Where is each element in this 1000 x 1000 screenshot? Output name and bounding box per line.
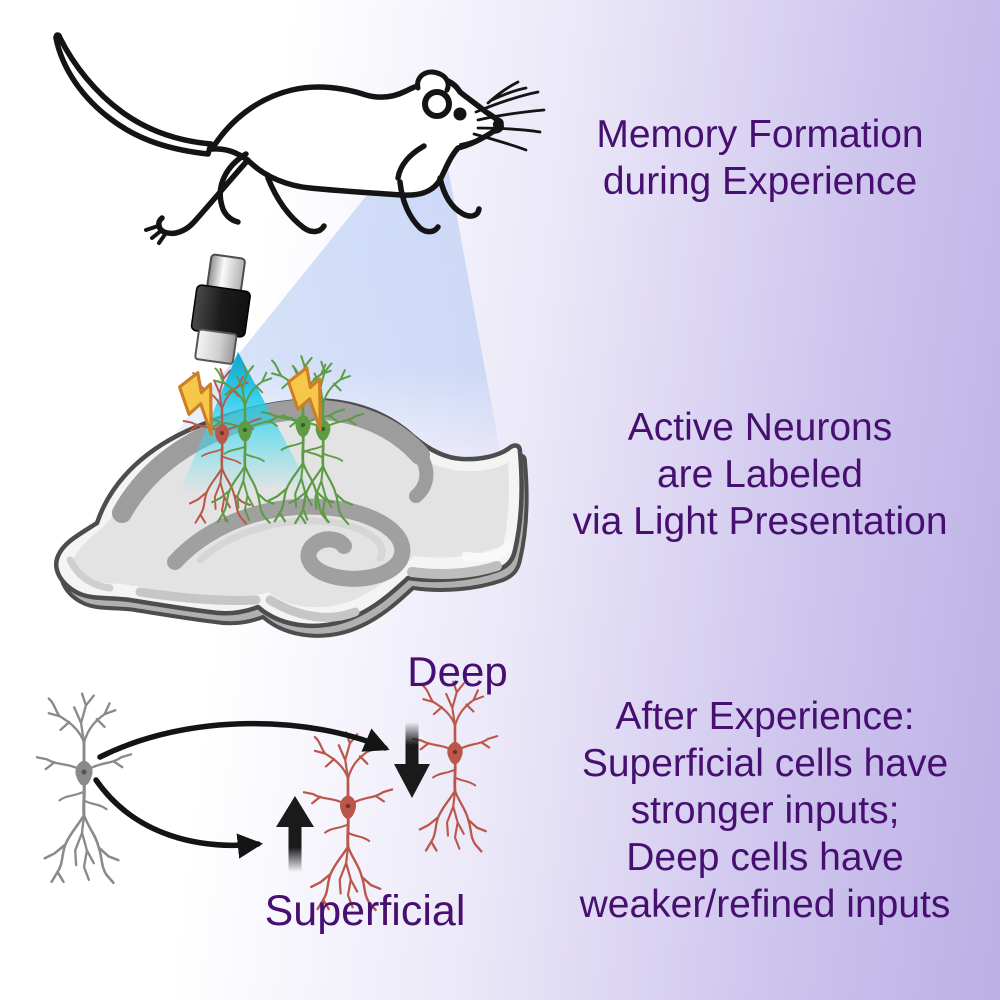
connection-arrow-to-superficial — [93, 777, 264, 859]
caption-active-neurons: Active Neurons are Labeled via Light Pre… — [540, 404, 980, 545]
caption-line: Active Neurons — [627, 406, 893, 449]
mouse-mouth-line — [459, 128, 497, 147]
hippocampus-slice-illustration — [54, 398, 529, 638]
flap-bottom-band — [407, 561, 502, 579]
mouse-hindfoot-toes — [144, 224, 168, 245]
dentate-gyrus-band — [167, 498, 411, 587]
caption-line: Memory Formation — [596, 113, 924, 156]
weaken-down-arrow — [394, 722, 430, 798]
pyramidal-layer-band — [112, 399, 430, 523]
input-neuron-gray — [35, 692, 133, 885]
label-superficial: Superficial — [264, 887, 466, 935]
caption-line: weaker/refined inputs — [579, 883, 951, 926]
mouse-tail — [53, 32, 214, 157]
foot-inner-line — [66, 556, 114, 592]
mouse-shoulder-line — [395, 143, 427, 181]
mouse-ear — [415, 69, 451, 93]
caption-line: stronger inputs; — [630, 789, 900, 832]
dentate-inner-highlight — [196, 517, 386, 564]
circuit-diagram — [35, 680, 499, 912]
caption-memory-formation: Memory Formation during Experience — [540, 111, 980, 205]
pyramidal-layer-hook — [409, 448, 434, 503]
caption-after-experience: After Experience: Superficial cells have… — [532, 693, 998, 928]
flap-highlight-band — [461, 541, 513, 563]
strengthen-up-arrow — [276, 796, 314, 872]
mouse-whiskers — [472, 80, 546, 152]
caption-line: are Labeled — [656, 453, 863, 496]
caption-line: via Light Presentation — [572, 500, 948, 543]
connection-arrow-to-deep — [97, 720, 390, 760]
bottom-inner-band — [135, 587, 360, 622]
running-mouse-illustration — [53, 32, 546, 245]
caption-line: during Experience — [602, 160, 918, 203]
mouse-eye — [453, 107, 467, 121]
mouse-foreleg-far — [397, 179, 441, 235]
mouse-body — [209, 76, 504, 198]
mouse-hindleg-front — [265, 175, 327, 235]
label-deep: Deep — [407, 648, 508, 695]
mouse-haunch-line — [217, 151, 249, 225]
superficial-neuron-red — [302, 730, 394, 912]
head-implant-ring-icon — [422, 89, 452, 119]
mouse-foreleg-near — [437, 175, 482, 219]
caption-line: Deep cells have — [626, 836, 904, 879]
fiber-optic-light-icon — [190, 253, 251, 365]
caption-line: Superficial cells have — [581, 742, 949, 785]
caption-line: After Experience: — [615, 695, 915, 738]
mouse-nose — [492, 117, 504, 130]
